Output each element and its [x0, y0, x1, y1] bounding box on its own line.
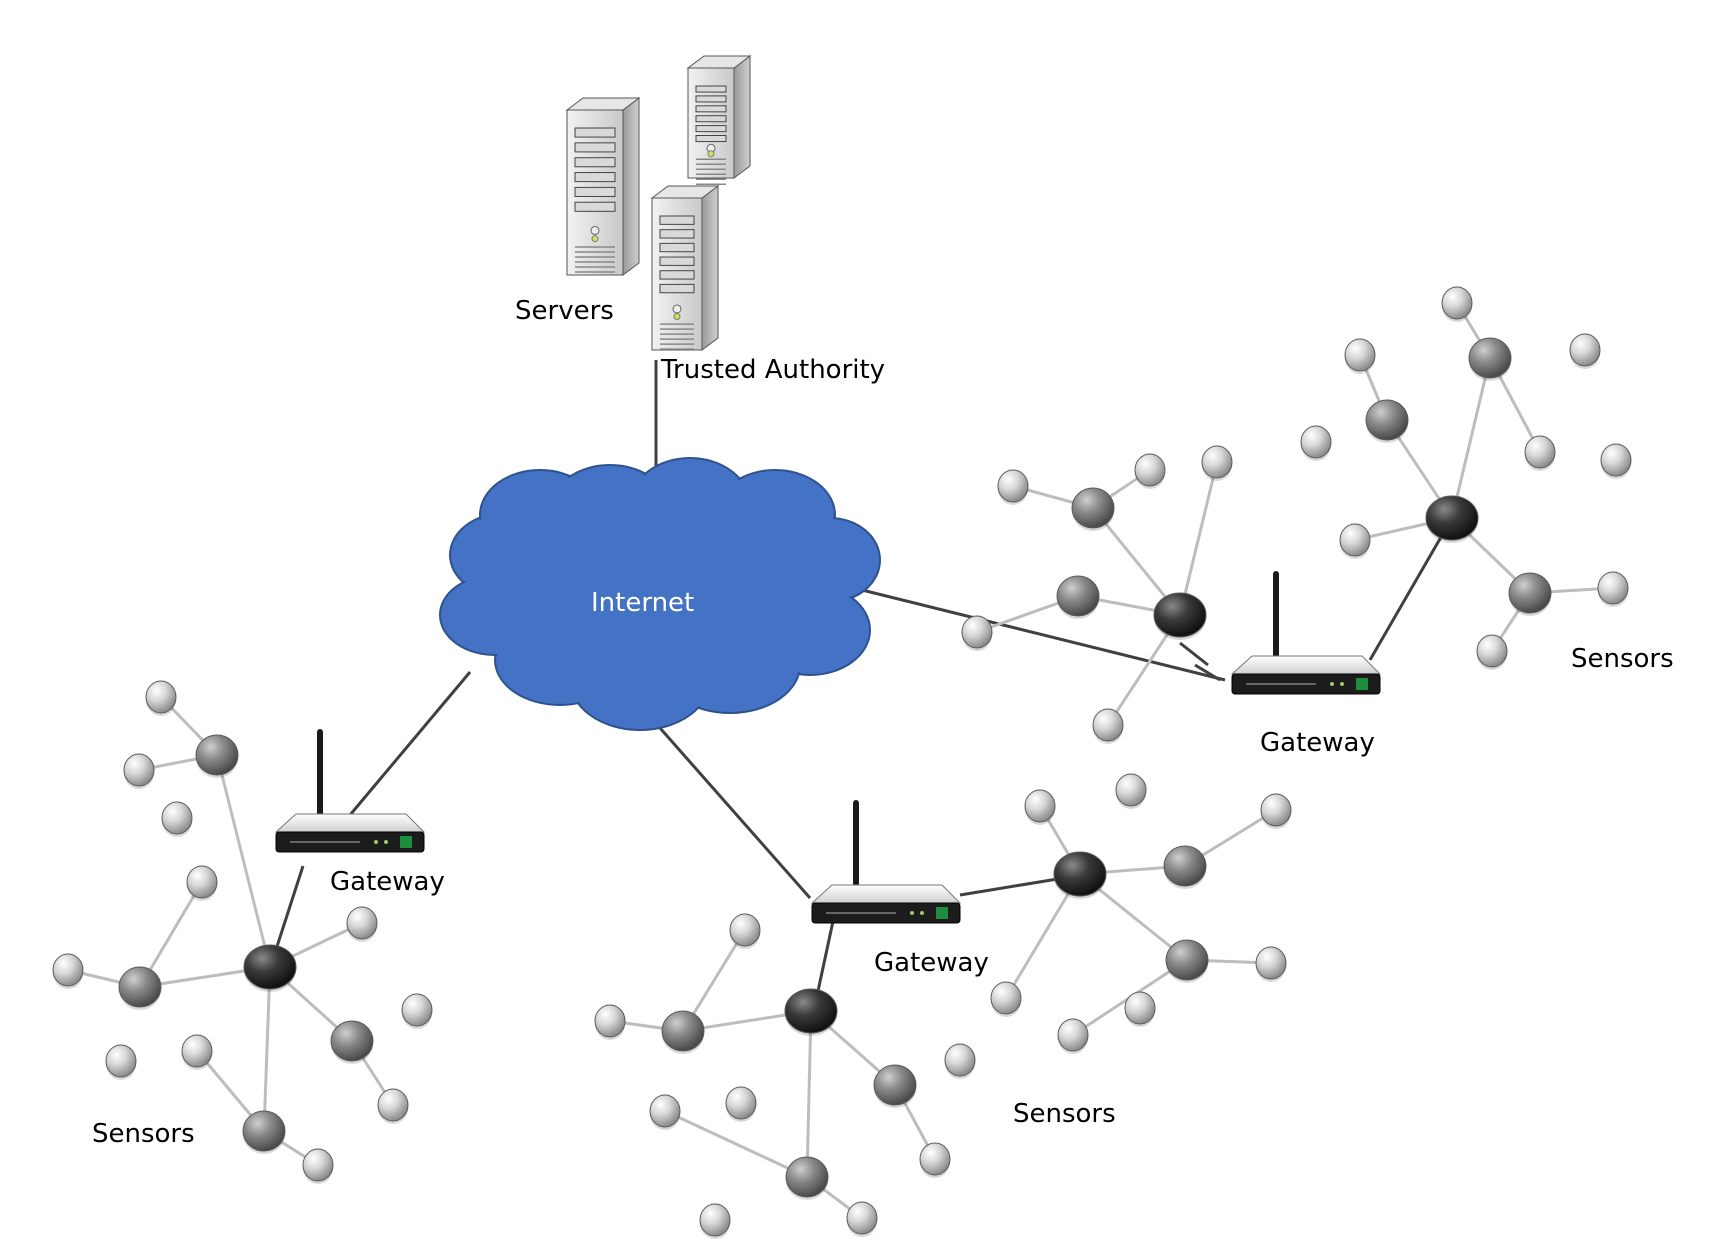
- sensor-hub-node: [1053, 851, 1107, 897]
- sensor-link: [805, 1010, 813, 1178]
- backbone-link: [658, 727, 812, 899]
- wireless-router-icon: [1230, 571, 1382, 695]
- sensor-leaf-node: [919, 1142, 951, 1176]
- sensor-cluster-node: [242, 1110, 286, 1152]
- sensor-leaf-node: [161, 801, 193, 835]
- sensor-leaf-node: [1339, 523, 1371, 557]
- wireless-router-icon: [274, 729, 426, 853]
- gateway-center-label: Gateway: [874, 948, 989, 978]
- sensor-leaf-node: [346, 906, 378, 940]
- sensor-leaf-node: [1201, 445, 1233, 479]
- sensor-leaf-node: [846, 1201, 878, 1235]
- backbone-link: [1179, 641, 1209, 667]
- sensor-leaf-node: [302, 1148, 334, 1182]
- sensor-leaf-node: [1134, 453, 1166, 487]
- sensor-leaf-node: [961, 615, 993, 649]
- sensor-leaf-node: [594, 1004, 626, 1038]
- sensor-leaf-node: [401, 993, 433, 1027]
- server-tower-icon: [565, 97, 641, 276]
- sensor-hub-node: [784, 988, 838, 1034]
- sensor-leaf-node: [1057, 1018, 1089, 1052]
- sensor-cluster-node: [785, 1156, 829, 1198]
- sensor-leaf-node: [1024, 789, 1056, 823]
- sensor-cluster-node: [1056, 575, 1100, 617]
- sensor-leaf-node: [1600, 443, 1632, 477]
- gateways-group: [274, 571, 1382, 924]
- sensor-leaf-node: [725, 1086, 757, 1120]
- sensor-leaf-node: [1344, 338, 1376, 372]
- sensor-link: [1450, 357, 1492, 519]
- sensor-leaf-node: [1300, 425, 1332, 459]
- sensor-leaf-node: [1124, 991, 1156, 1025]
- backbone-link: [348, 671, 472, 816]
- backbone-link: [861, 588, 1226, 682]
- sensor-leaf-node: [1115, 773, 1147, 807]
- sensor-leaf-node: [1569, 333, 1601, 367]
- sensor-leaf-node: [105, 1044, 137, 1078]
- sensor-cluster-node: [1165, 939, 1209, 981]
- sensor-leaf-node: [123, 753, 155, 787]
- internet-cloud-icon: [439, 457, 881, 731]
- sensor-link: [215, 754, 272, 968]
- sensor-leaf-node: [145, 680, 177, 714]
- sensor-leaf-node: [181, 1034, 213, 1068]
- gateway-right-label: Gateway: [1260, 728, 1375, 758]
- gateway-left-label: Gateway: [330, 867, 445, 897]
- sensors-left-label: Sensors: [92, 1119, 195, 1149]
- servers-label: Servers: [515, 296, 614, 326]
- sensor-leaf-node: [1597, 571, 1629, 605]
- sensor-leaf-node: [699, 1203, 731, 1237]
- sensor-cluster-node: [873, 1064, 917, 1106]
- sensor-cluster-node: [118, 966, 162, 1008]
- trusted-authority-label: Trusted Authority: [661, 355, 886, 385]
- sensors-right-label: Sensors: [1571, 644, 1674, 674]
- sensor-nodes-group: [52, 286, 1632, 1239]
- sensor-leaf-node: [377, 1088, 409, 1122]
- backbone-link: [1194, 663, 1221, 682]
- sensor-leaf-node: [1524, 435, 1556, 469]
- sensors-center-label: Sensors: [1013, 1099, 1116, 1129]
- sensor-leaf-node: [729, 913, 761, 947]
- sensor-link: [664, 1109, 808, 1179]
- wireless-router-icon: [810, 800, 962, 924]
- sensor-leaf-node: [1441, 286, 1473, 320]
- sensor-leaf-node: [186, 865, 218, 899]
- sensor-link: [1178, 461, 1219, 616]
- sensor-link: [262, 966, 272, 1132]
- sensor-leaf-node: [990, 981, 1022, 1015]
- sensor-link: [1004, 873, 1082, 999]
- sensor-leaf-node: [1260, 793, 1292, 827]
- backbone-link: [1368, 517, 1454, 661]
- sensor-leaf-node: [649, 1094, 681, 1128]
- servers-group: [565, 55, 752, 351]
- sensor-hub-node: [1153, 592, 1207, 638]
- sensor-leaf-node: [1092, 708, 1124, 742]
- sensor-cluster-node: [1071, 487, 1115, 529]
- internet-label: Internet: [591, 588, 695, 618]
- sensor-cluster-node: [1468, 337, 1512, 379]
- sensor-hub-node: [243, 944, 297, 990]
- server-tower-icon: [686, 55, 752, 186]
- sensor-cluster-node: [195, 734, 239, 776]
- sensor-leaf-node: [944, 1043, 976, 1077]
- sensor-leaf-node: [997, 469, 1029, 503]
- sensor-hub-node: [1425, 495, 1479, 541]
- sensor-cluster-node: [330, 1020, 374, 1062]
- sensor-cluster-node: [1508, 572, 1552, 614]
- sensor-cluster-node: [1163, 845, 1207, 887]
- sensor-leaf-node: [1476, 634, 1508, 668]
- sensor-leaf-node: [1255, 946, 1287, 980]
- sensor-cluster-node: [661, 1010, 705, 1052]
- sensor-leaf-node: [52, 953, 84, 987]
- sensor-cluster-node: [1365, 399, 1409, 441]
- server-tower-icon: [650, 185, 720, 351]
